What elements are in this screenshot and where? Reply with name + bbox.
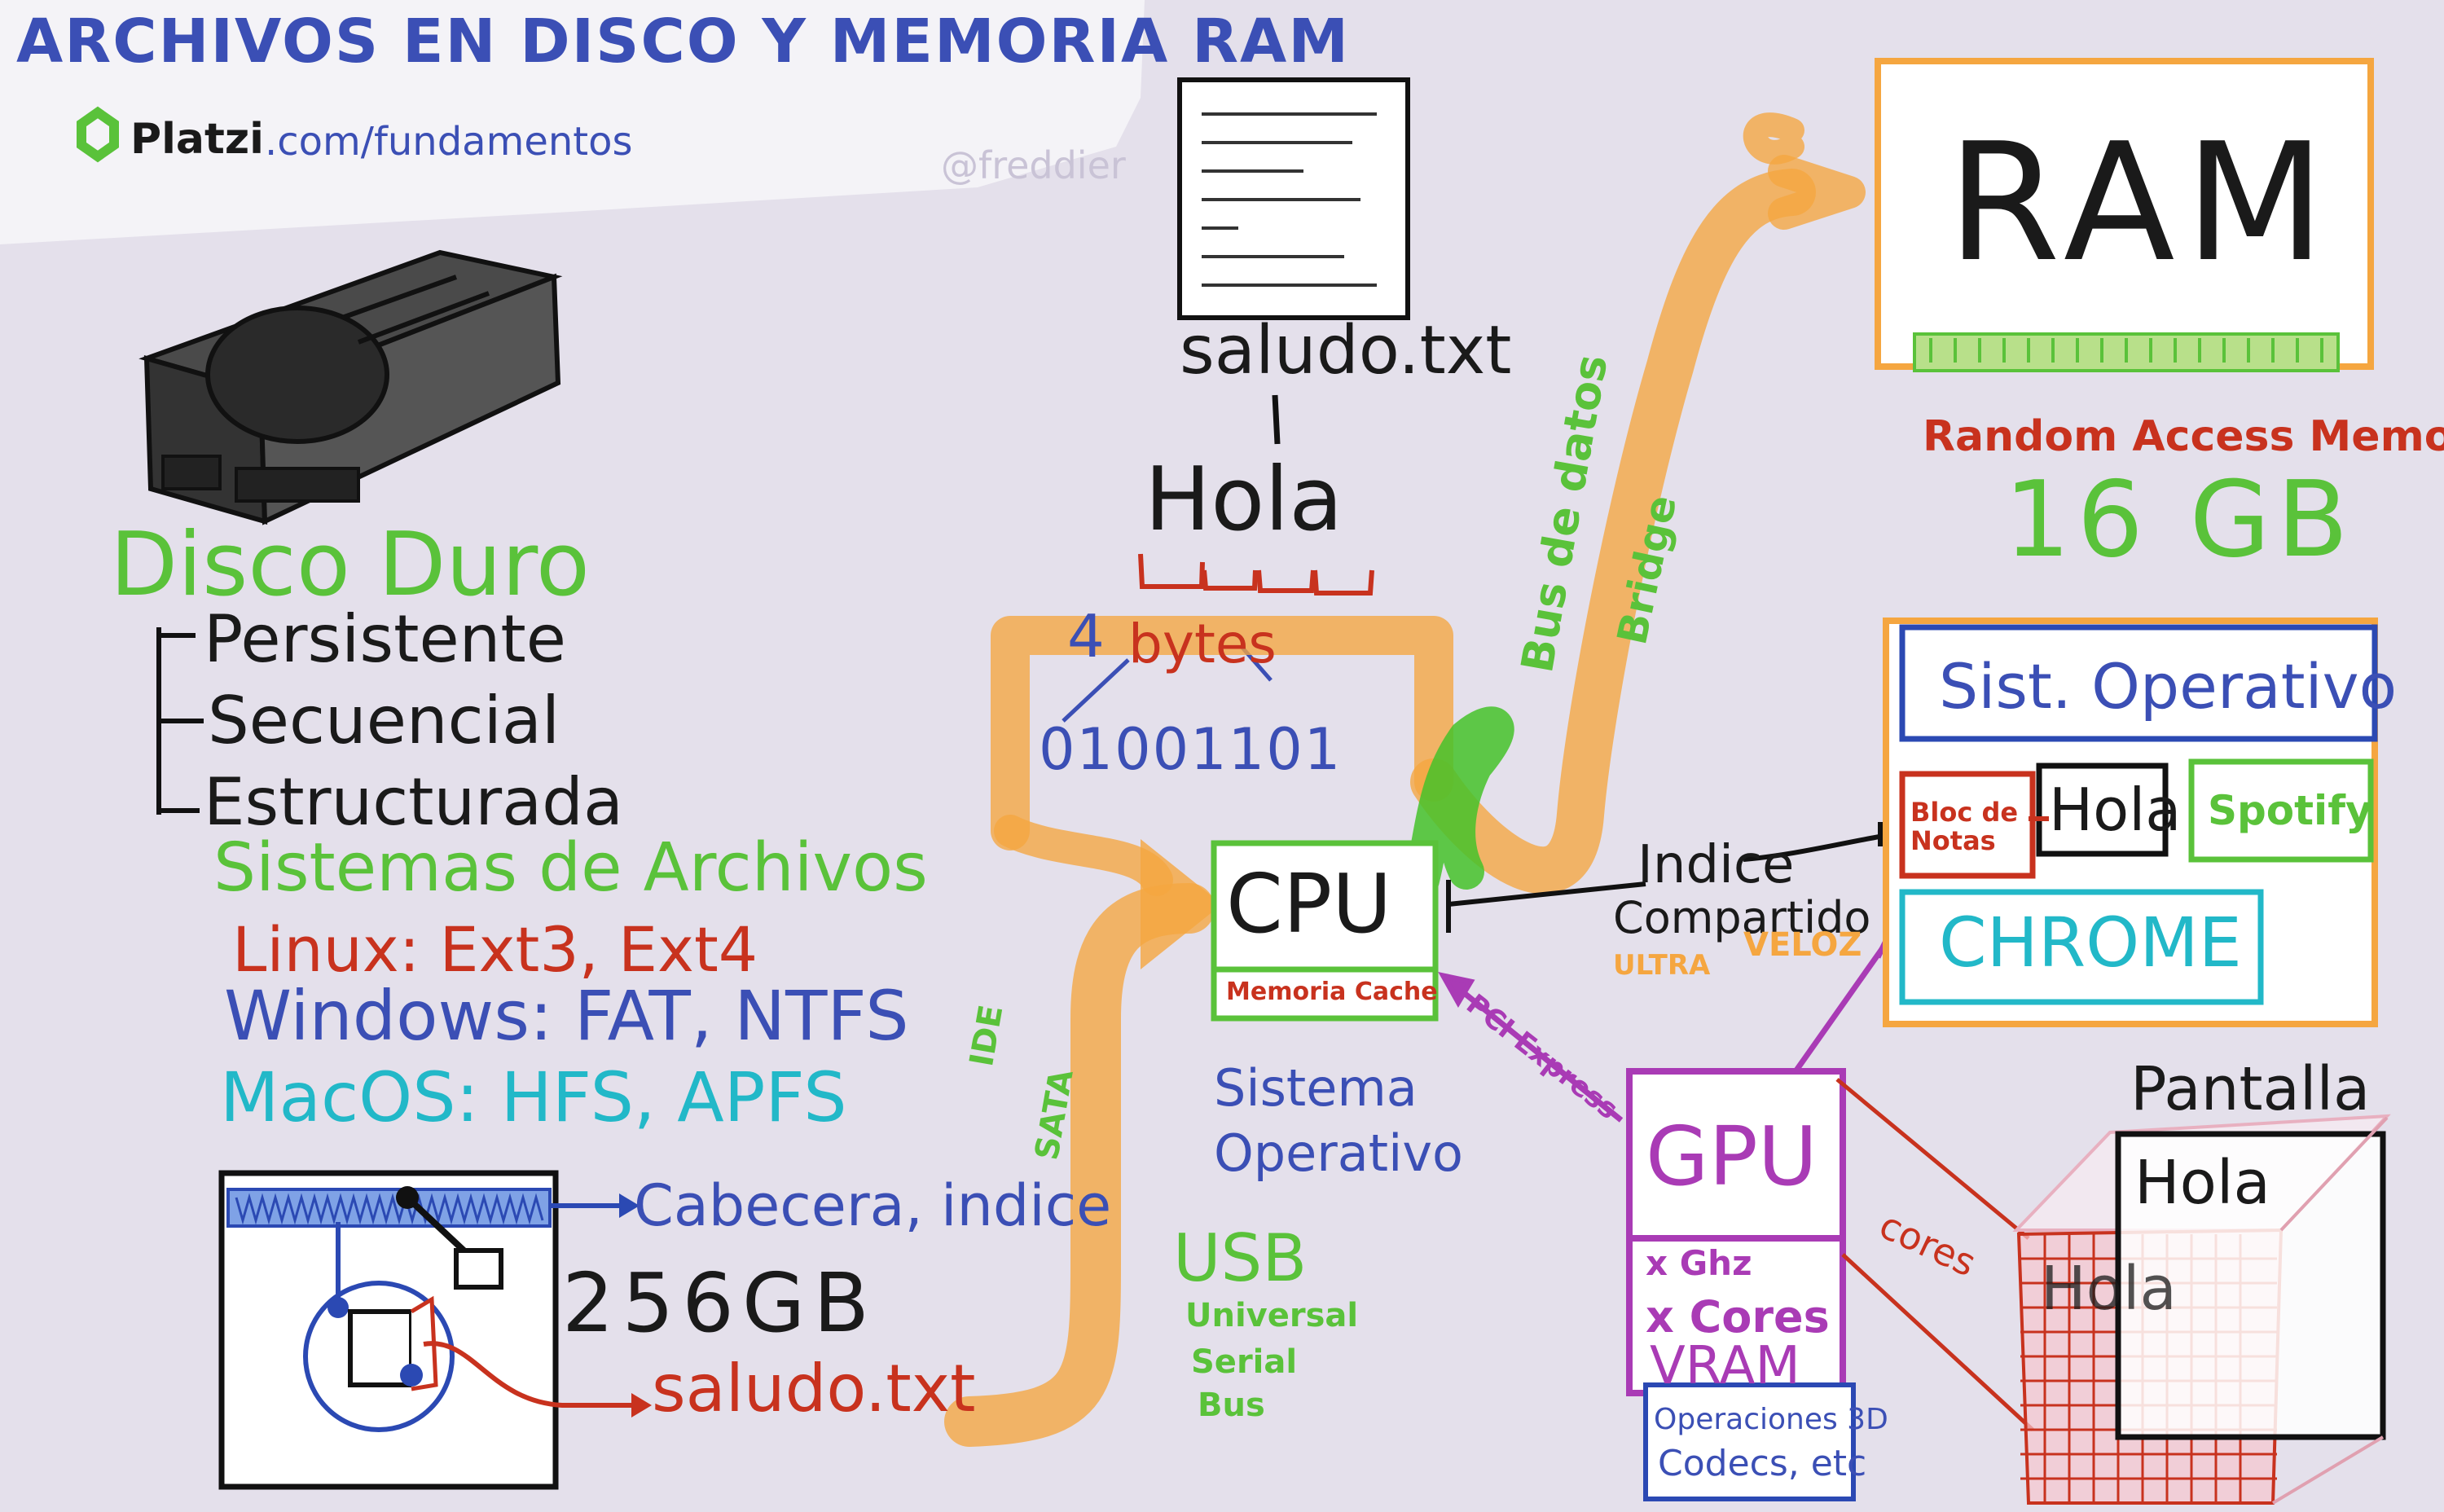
ram-full-name: Random Access Memory [1923, 412, 2444, 461]
usb-expansion: Bus [1198, 1387, 1265, 1424]
filesystems-title: Sistemas de Archivos [213, 829, 928, 907]
usb-expansion: Universal [1185, 1297, 1359, 1334]
author-watermark: @freddier [941, 143, 1126, 187]
ram-app-notepad: Bloc de Notas [1910, 797, 2019, 857]
gpu-to-screen-lines [1835, 1078, 2034, 1431]
os-label: Operativo [1214, 1123, 1463, 1183]
orange-data-path [944, 112, 1866, 1447]
screen-label: Pantalla [2130, 1054, 2371, 1124]
ram-os: Sist. Operativo [1939, 650, 2398, 723]
disk-title: Disco Duro [110, 514, 590, 616]
disk-property: Secuencial [208, 683, 560, 758]
ram-app-hola: Hola [2049, 776, 2182, 844]
gpu-label: GPU [1646, 1109, 1818, 1204]
bytes-word: bytes [1128, 613, 1277, 675]
disk-size: 256GB [562, 1255, 877, 1351]
gpu-spec: x Ghz [1646, 1243, 1752, 1283]
usb-label: USB [1173, 1220, 1308, 1296]
screen-monitor-icon [2012, 1114, 2391, 1505]
cpu-cache-label: Memoria Cache [1226, 978, 1438, 1006]
fs-linux: Linux: Ext3, Ext4 [232, 913, 758, 986]
cpu-chip-icon [1211, 840, 1439, 1022]
gpu-ops: Codecs, etc [1658, 1443, 1867, 1484]
gpu-card-icon [1626, 1068, 1856, 1501]
fs-macos: MacOS: HFS, APFS [220, 1057, 847, 1137]
green-bus-link [1404, 706, 1514, 898]
disk-header-label: Cabecera, indice [634, 1172, 1112, 1239]
platzi-logo-icon [77, 106, 119, 163]
os-label: Sistema [1214, 1058, 1418, 1118]
veloz-label: VELOZ [1743, 926, 1862, 964]
platzi-brand[interactable]: Platzi [130, 115, 264, 164]
fs-windows: Windows: FAT, NTFS [224, 976, 909, 1056]
gpu-spec: x Cores [1646, 1291, 1830, 1343]
ram-contents-panel [1883, 618, 2378, 1027]
file-content: Hola [1145, 449, 1343, 551]
screen-text: Hola [2134, 1148, 2270, 1218]
ultra-label: ULTRA [1613, 949, 1711, 982]
hard-drive-icon [138, 249, 563, 525]
file-name: saludo.txt [1180, 312, 1512, 389]
document-icon [1177, 77, 1410, 320]
bytes-count: 4 [1067, 602, 1105, 670]
platzi-path[interactable]: .com/fundamentos [265, 119, 633, 165]
properties-bracket [156, 627, 204, 815]
disk-file-name: saludo.txt [652, 1351, 976, 1426]
gpu-spec: VRAM [1650, 1336, 1800, 1396]
cpu-label: CPU [1226, 856, 1392, 952]
disk-property: Estructurada [204, 764, 623, 840]
ram-label: RAM [1947, 108, 2336, 298]
pci-express-link [1438, 931, 1893, 1123]
disk-property: Persistente [204, 601, 566, 677]
file-to-content-connector [1272, 394, 1281, 445]
header-panel [0, 0, 1145, 244]
disk-layout-diagram [218, 1170, 652, 1490]
shared-index-label: Compartido [1613, 892, 1871, 943]
ram-module-icon [1875, 58, 2374, 372]
ram-app-spotify: Spotify [2208, 787, 2372, 834]
gpu-ops: Operaciones 3D [1654, 1403, 1888, 1436]
binary-value: 01001101 [1039, 716, 1343, 783]
ram-app-chrome: CHROME [1939, 903, 2242, 982]
ram-size: 16 GB [2004, 459, 2355, 581]
screen-text-projection: Hola [2041, 1254, 2177, 1324]
shared-index-label: Indice [1637, 835, 1795, 895]
usb-expansion: Serial [1191, 1343, 1298, 1381]
page-title: ARCHIVOS EN DISCO Y MEMORIA RAM [16, 7, 1350, 77]
byte-brackets [1138, 553, 1374, 596]
